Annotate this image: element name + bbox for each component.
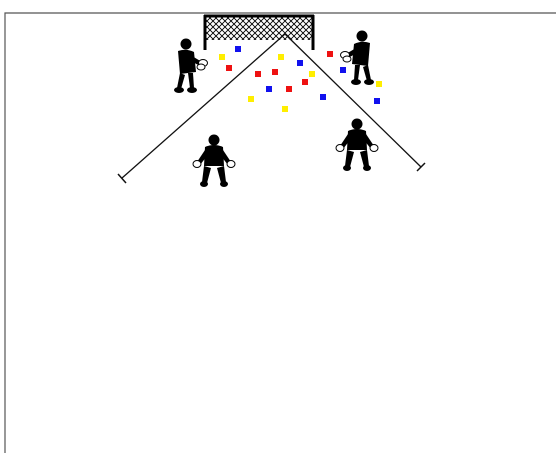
goalkeeper-left-icon — [174, 39, 208, 94]
marker-blue — [297, 60, 303, 66]
field-border — [5, 13, 556, 453]
marker-blue — [266, 86, 272, 92]
marker-red — [327, 51, 333, 57]
player-front-right-icon — [336, 119, 378, 172]
goal-net-icon — [204, 15, 314, 50]
marker-yellow — [309, 71, 315, 77]
goalkeeper-right-icon — [341, 31, 375, 86]
marker-blue — [235, 46, 241, 52]
marker-red — [255, 71, 261, 77]
marker-red — [302, 79, 308, 85]
diagonal-boundary-lines — [118, 34, 425, 183]
marker-red — [226, 65, 232, 71]
marker-yellow — [282, 106, 288, 112]
marker-yellow — [248, 96, 254, 102]
marker-yellow — [219, 54, 225, 60]
player-front-left-icon — [193, 135, 235, 188]
marker-blue — [340, 67, 346, 73]
marker-yellow — [376, 81, 382, 87]
marker-red — [272, 69, 278, 75]
marker-yellow — [278, 54, 284, 60]
marker-blue — [320, 94, 326, 100]
marker-blue — [374, 98, 380, 104]
marker-red — [286, 86, 292, 92]
